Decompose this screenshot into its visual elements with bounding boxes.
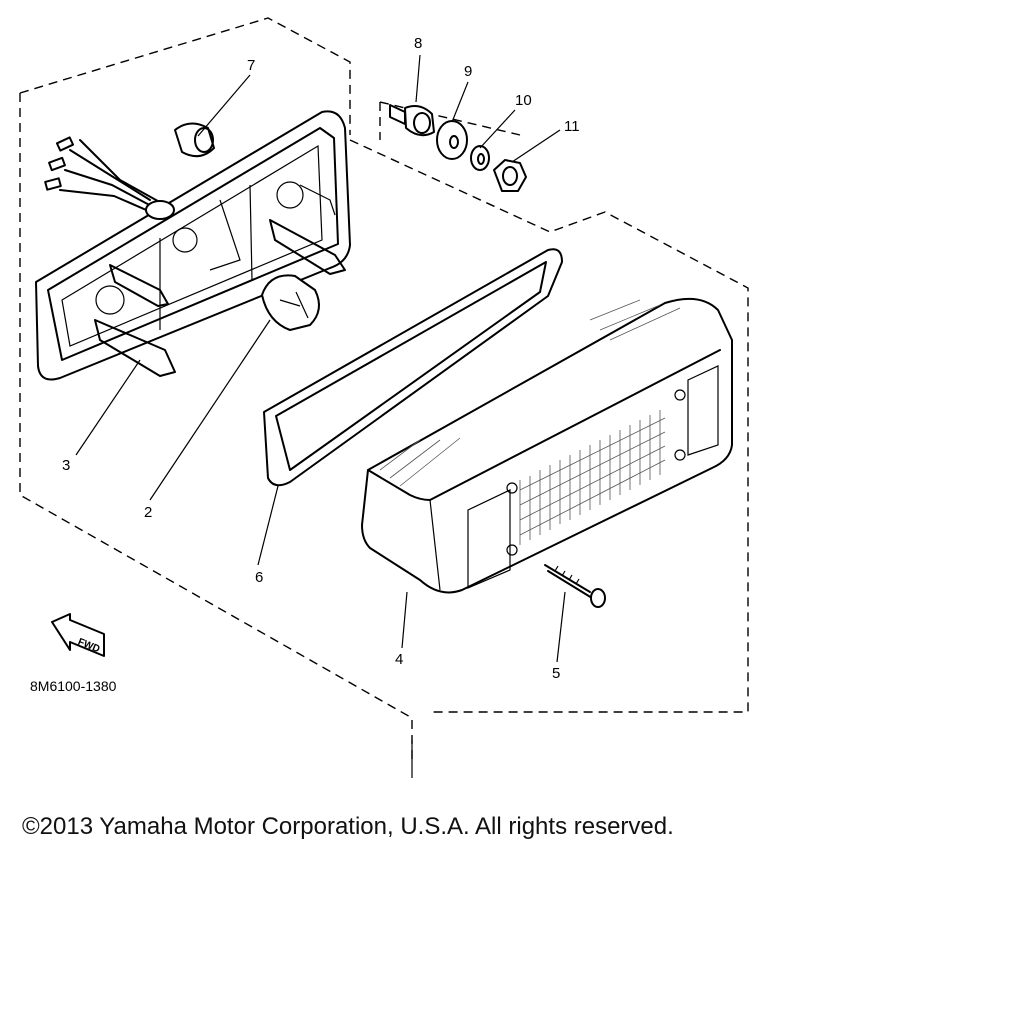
leader-lines: [75, 54, 566, 663]
copyright-notice: ©2013 Yamaha Motor Corporation, U.S.A. A…: [22, 813, 674, 840]
lens: [361, 297, 733, 594]
callout-11: 11: [564, 118, 580, 135]
callout-4: 4: [395, 651, 403, 668]
callout-9: 9: [464, 63, 472, 80]
lamp-housing: [35, 110, 351, 381]
assembly-boundary: [19, 17, 749, 778]
nut: [493, 159, 527, 192]
bolt: [389, 104, 435, 137]
fwd-label: FWD: [76, 637, 101, 656]
callout-7: 7: [247, 57, 255, 74]
diagram-code: 8M6100-1380: [30, 678, 117, 694]
gasket: [263, 248, 563, 487]
callout-6: 6: [255, 569, 263, 586]
screw: [544, 564, 606, 608]
callout-8: 8: [414, 35, 422, 52]
callout-5: 5: [552, 665, 560, 682]
lock-washer: [470, 145, 490, 171]
callout-2: 2: [144, 504, 152, 521]
callout-3: 3: [62, 457, 70, 474]
callout-labels: 2 3 4 5 6 7 8 9 10 11: [62, 35, 580, 682]
callout-10: 10: [515, 92, 532, 109]
washer: [436, 120, 468, 160]
grommet: [174, 122, 215, 158]
fwd-arrow-icon: FWD: [51, 613, 105, 657]
bulb: [261, 274, 320, 331]
